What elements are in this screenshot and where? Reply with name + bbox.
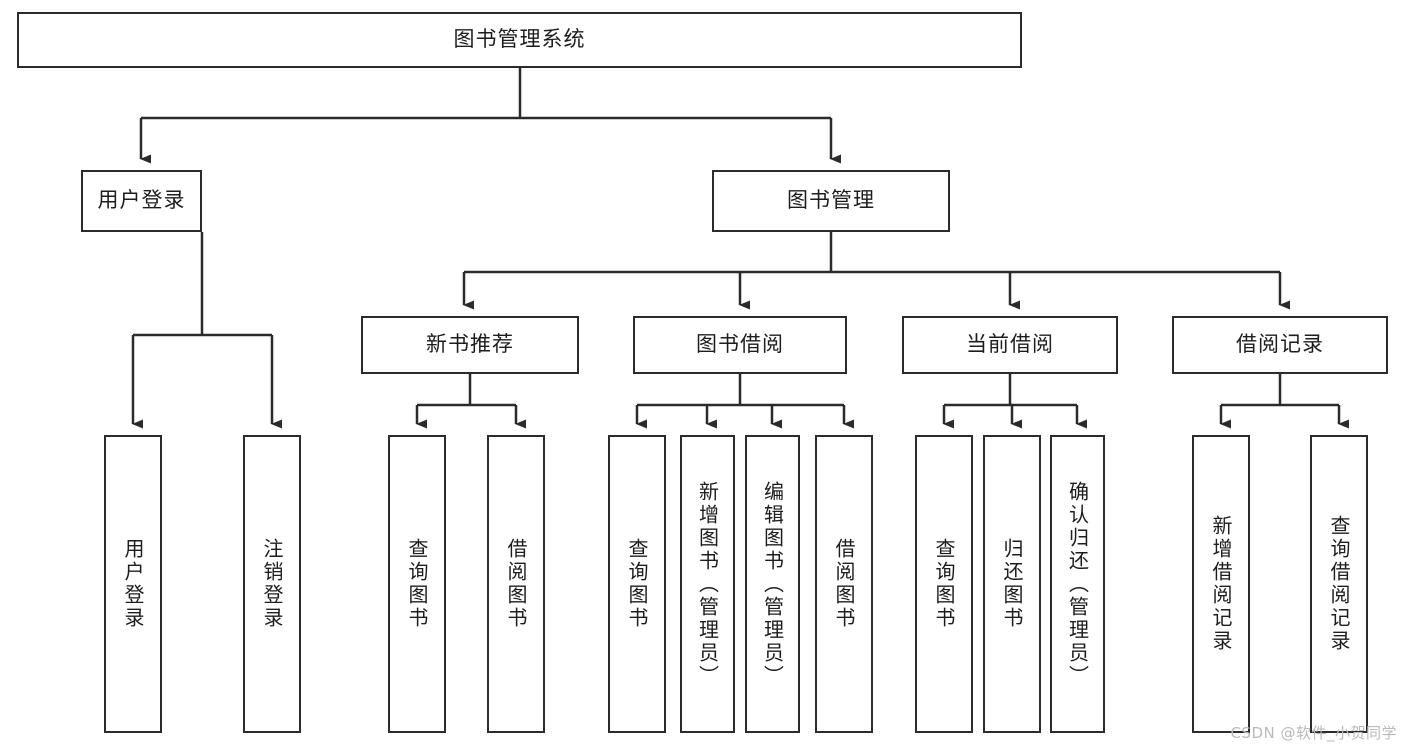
node-current[interactable]: 当前借阅: [902, 316, 1118, 374]
node-label-l4: 借阅图书: [504, 538, 528, 630]
node-root[interactable]: 图书管理系统: [17, 12, 1022, 68]
node-l4[interactable]: 借阅图书: [487, 435, 545, 733]
node-label-l5: 查询图书: [625, 538, 649, 630]
node-label-borrow: 图书借阅: [696, 332, 784, 357]
node-label-l1: 用户登录: [121, 538, 145, 630]
node-borrow[interactable]: 图书借阅: [633, 316, 847, 374]
node-label-l2: 注销登录: [260, 538, 284, 630]
node-label-l12: 新增借阅记录: [1209, 515, 1233, 653]
node-l13[interactable]: 查询借阅记录: [1310, 435, 1368, 733]
csdn-watermark: CSDN @软件_小贺同学: [1230, 724, 1397, 742]
node-login[interactable]: 用户登录: [81, 170, 202, 232]
node-label-root: 图书管理系统: [453, 27, 586, 52]
node-l11[interactable]: 确认归还（管理员）: [1050, 435, 1105, 733]
node-l12[interactable]: 新增借阅记录: [1192, 435, 1250, 733]
node-l5[interactable]: 查询图书: [608, 435, 666, 733]
node-bookmgmt[interactable]: 图书管理: [712, 170, 950, 232]
node-label-l13: 查询借阅记录: [1327, 515, 1351, 653]
node-label-newbook: 新书推荐: [426, 332, 514, 357]
node-l8[interactable]: 借阅图书: [815, 435, 873, 733]
node-label-l8: 借阅图书: [832, 538, 856, 630]
node-label-l6: 新增图书（管理员）: [695, 480, 720, 688]
node-records[interactable]: 借阅记录: [1172, 316, 1388, 374]
node-l10[interactable]: 归还图书: [983, 435, 1041, 733]
node-l1[interactable]: 用户登录: [104, 435, 162, 733]
node-l7[interactable]: 编辑图书（管理员）: [745, 435, 800, 733]
node-label-l11: 确认归还（管理员）: [1065, 480, 1090, 688]
node-newbook[interactable]: 新书推荐: [361, 316, 579, 374]
node-label-l7: 编辑图书（管理员）: [760, 480, 785, 688]
node-l6[interactable]: 新增图书（管理员）: [680, 435, 735, 733]
node-label-current: 当前借阅: [966, 332, 1054, 357]
node-label-login: 用户登录: [97, 188, 186, 213]
node-l3[interactable]: 查询图书: [388, 435, 446, 733]
node-l2[interactable]: 注销登录: [243, 435, 301, 733]
node-label-l10: 归还图书: [1000, 538, 1024, 630]
node-l9[interactable]: 查询图书: [915, 435, 973, 733]
node-label-records: 借阅记录: [1236, 332, 1324, 357]
node-label-l3: 查询图书: [405, 538, 429, 630]
node-label-bookmgmt: 图书管理: [787, 188, 875, 213]
node-label-l9: 查询图书: [932, 538, 956, 630]
